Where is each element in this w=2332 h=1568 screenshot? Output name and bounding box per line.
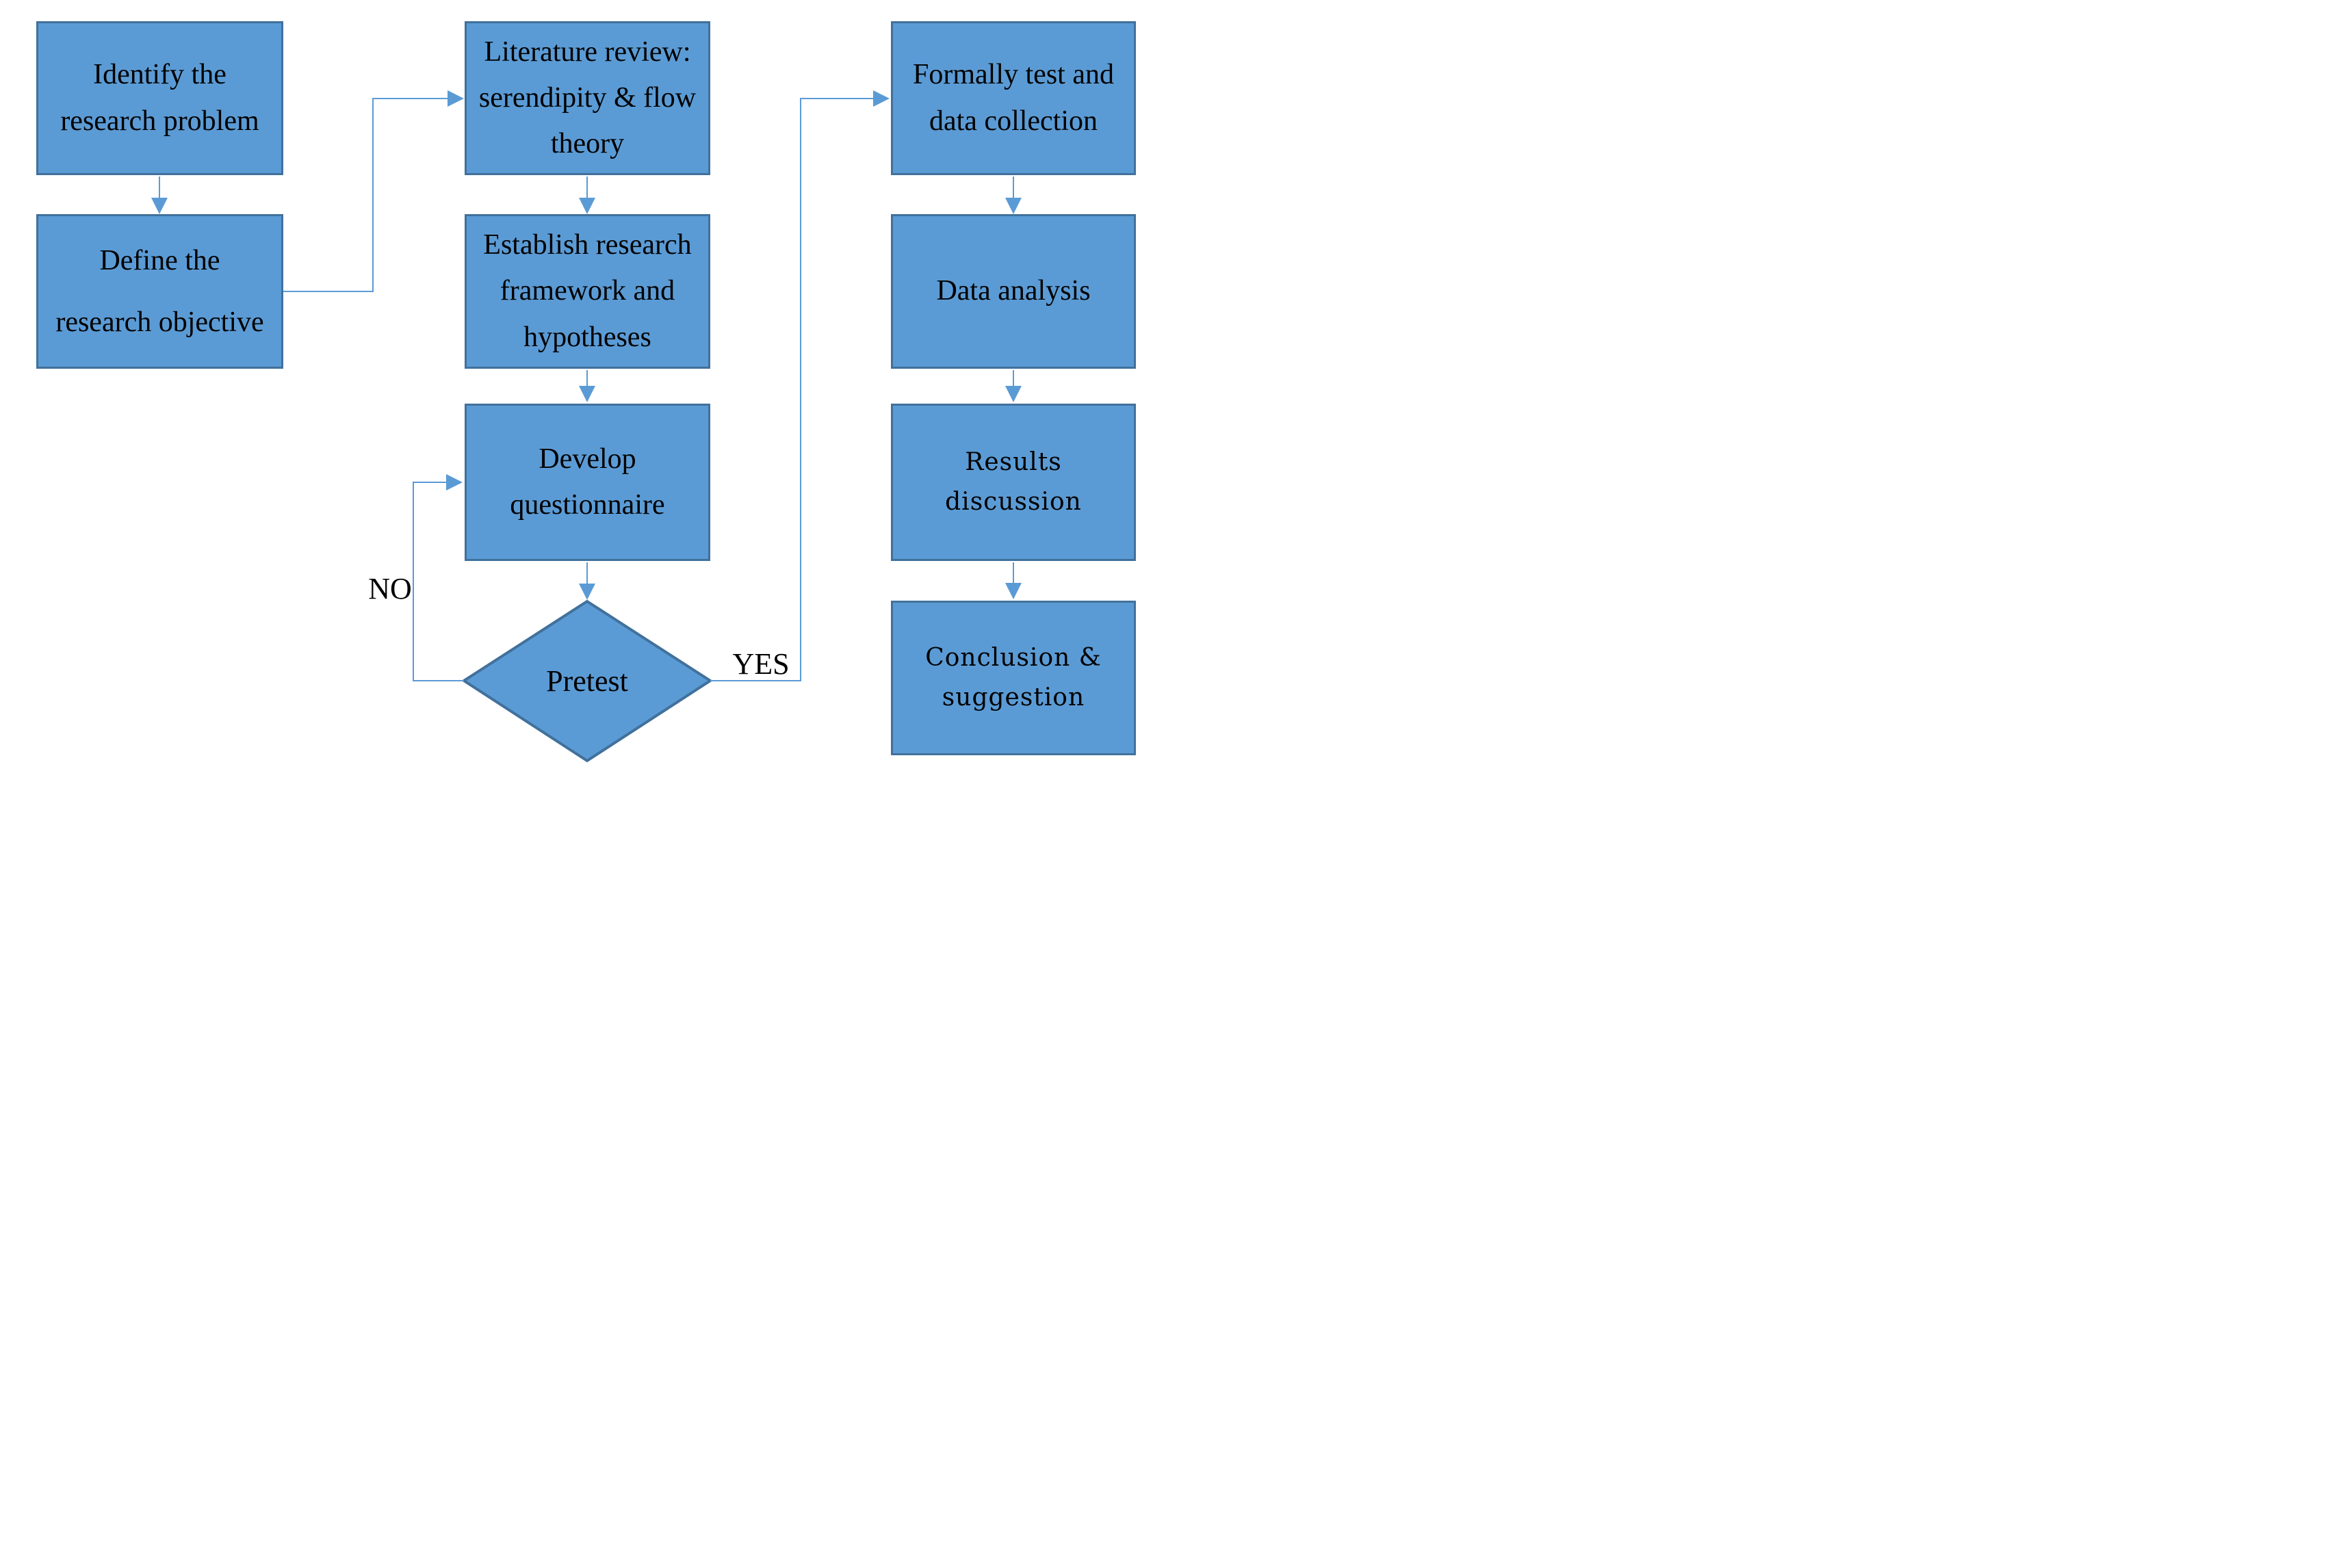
edge-label-no: NO: [368, 571, 412, 605]
node-conclusion: Conclusion & suggestion: [891, 601, 1136, 755]
arrow-define-to-literature: [283, 90, 464, 292]
node-formal-test: Formally test and data collection: [891, 21, 1136, 175]
pretest-diamond-shape: [461, 599, 713, 763]
arrow-pretest-yes-to-formal-test: [710, 90, 890, 681]
node-literature-review: Literature review: serendipity & flow th…: [465, 21, 710, 175]
arrow-pretest-no-loop: [413, 474, 464, 681]
node-pretest-label: Pretest: [546, 664, 628, 698]
node-data-analysis: Data analysis: [891, 214, 1136, 369]
node-framework-hypotheses: Establish research framework and hypothe…: [465, 214, 710, 369]
node-results-discussion: Results discussion: [891, 404, 1136, 561]
flowchart-canvas: Identify the research problem Define the…: [0, 0, 1166, 784]
node-develop-questionnaire: Develop questionnaire: [465, 404, 710, 561]
edge-label-yes: YES: [732, 646, 790, 681]
node-define-objective: Define the research objective: [36, 214, 283, 369]
connector-layer: [151, 90, 1022, 763]
node-identify-problem: Identify the research problem: [36, 21, 283, 175]
